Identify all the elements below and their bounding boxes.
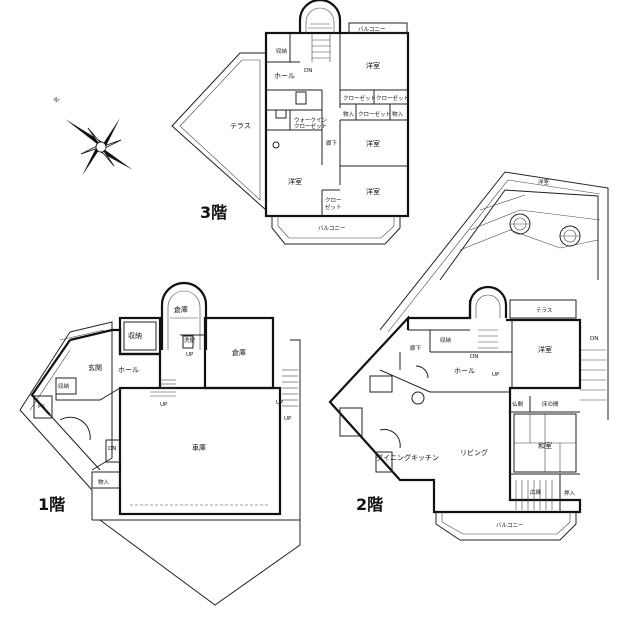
floor-1-title: 1階 — [38, 495, 65, 514]
f2-dn-2-label: DN — [590, 336, 598, 342]
floor-1-plan: 倉庫 収納 洗便 UP 倉庫 玄関 ホール PS 収納 車庫 UP UP UP … — [19, 281, 301, 606]
f1-up-4-label: UP — [284, 416, 292, 422]
f3-closet-2-label: クローゼット — [376, 94, 409, 102]
f3-walkin-label-2: クローゼット — [294, 122, 327, 130]
compass-rose: 北 — [51, 95, 133, 176]
f3-balcony-bottom-label: バルコニー — [318, 225, 345, 232]
f1-hall-label: ホール — [118, 366, 139, 374]
f1-storage-2-label: 収納 — [58, 382, 70, 390]
f2-storage-label: 収納 — [440, 336, 452, 344]
f3-western-b-label: 洋室 — [366, 139, 380, 148]
f1-shelf-label: 物入 — [98, 478, 110, 486]
f2-western-top-label: 洋室 — [538, 178, 550, 186]
f1-storage-label: 収納 — [128, 331, 142, 340]
compass-north-label: 北 — [51, 95, 61, 105]
f2-corridor-label: 廊下 — [410, 344, 422, 352]
f3-terrace-label: テラス — [230, 122, 251, 130]
f1-garage-label: 車庫 — [192, 443, 206, 452]
f2-western-label: 洋室 — [538, 345, 552, 354]
f1-ps-label: PS — [38, 404, 45, 410]
floor-2-plan: テラス 洋室 収納 廊下 DN 洋室 DN ホール UP 仏間 床の間 和室 ダ… — [328, 171, 609, 541]
f3-dn-label: DN — [304, 68, 312, 74]
f2-dining-label: ダイニングキッチン — [376, 453, 439, 462]
f2-terrace-label: テラス — [536, 307, 552, 314]
floor-3-plan: 収納 ホール DN バルコニー 洋室 クローゼット クローゼット テラス ウォー… — [171, 0, 410, 245]
f3-shelf-1-label: 物入 — [343, 110, 355, 118]
f1-up-3-label: UP — [276, 400, 284, 406]
f2-up-label: UP — [492, 372, 500, 378]
f2-shelf-label: 押入 — [564, 489, 576, 497]
f3-closet-3-label: クローゼット — [358, 110, 391, 118]
f2-living-label: リビング — [460, 448, 488, 457]
f3-western-d-label: 洋室 — [366, 187, 380, 196]
f2-japanese-label: 和室 — [538, 441, 552, 450]
f1-warehouse-top-label: 倉庫 — [174, 305, 188, 314]
f1-up-1-label: UP — [186, 352, 194, 358]
f3-storage-label: 収納 — [276, 47, 288, 55]
f3-shelf-2-label: 物入 — [392, 110, 404, 118]
f3-closet-v-label-1: クロー — [325, 197, 342, 204]
f1-up-2-label: UP — [160, 402, 168, 408]
f3-balcony-top-label: バルコニー — [358, 26, 385, 33]
f1-warehouse-label: 倉庫 — [232, 348, 246, 357]
f3-closet-1-label: クローゼット — [343, 94, 376, 102]
f2-tokonoma-label: 床の間 — [542, 400, 559, 408]
floor-3-title: 3階 — [200, 203, 227, 222]
f3-western-a-label: 洋室 — [366, 61, 380, 70]
f3-western-c-label: 洋室 — [288, 177, 302, 186]
f2-engawa-label: 広縁 — [530, 488, 542, 496]
f3-walkin-label-1: ウォークイン — [294, 116, 328, 124]
f3-closet-v-label-2: ゼット — [325, 203, 342, 211]
f3-hall-label: ホール — [274, 72, 295, 80]
f1-toilet-label: 洗便 — [184, 336, 196, 344]
f2-buddhist-label: 仏間 — [512, 401, 524, 408]
f2-hall-label: ホール — [454, 367, 475, 375]
f1-dn-label: DN — [108, 446, 116, 452]
f1-entrance-label: 玄関 — [88, 363, 102, 372]
floor-2-title: 2階 — [356, 495, 383, 514]
f2-dn-1-label: DN — [470, 354, 478, 360]
f2-balcony-label: バルコニー — [496, 522, 523, 529]
f3-corridor-label: 廊下 — [326, 139, 338, 147]
